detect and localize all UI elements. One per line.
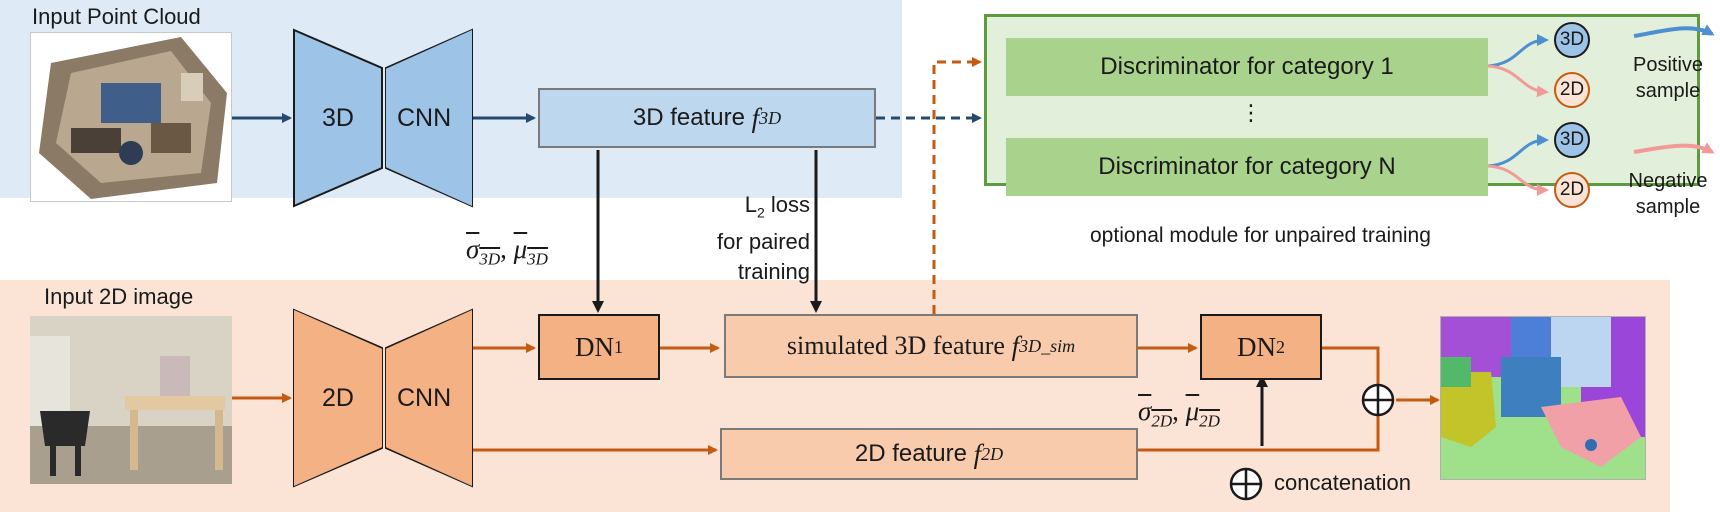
discriminator-n: Discriminator for category N xyxy=(1006,138,1488,196)
input-2d-image xyxy=(30,316,232,484)
line-2dfeature-to-concat xyxy=(1138,416,1380,452)
legend-positive-label: Positive sample xyxy=(1632,54,1704,102)
legend-negative-arrow xyxy=(1633,142,1715,154)
negative-output-1 xyxy=(1487,64,1549,98)
concat-legend-label: concatenation xyxy=(1274,470,1411,495)
discriminator-1: Discriminator for category 1 xyxy=(1006,38,1488,96)
mu-3d: μ3D xyxy=(513,234,548,269)
legend-positive-arrow xyxy=(1633,24,1715,38)
point-cloud-image xyxy=(30,32,232,202)
concat-icon xyxy=(1361,383,1395,417)
segmentation-output-image xyxy=(1440,316,1646,480)
dn1-sub: 1 xyxy=(614,336,623,357)
output-2d-badge-1: 2D xyxy=(1554,72,1590,108)
feature-3d-sub: 3D xyxy=(759,107,782,128)
image-label: Input 2D image xyxy=(44,284,194,309)
simulated-feature-label: simulated 3D feature xyxy=(786,331,1005,360)
simulated-feature-symbol: f xyxy=(1011,330,1020,361)
simulated-feature-sub: 3D_sim xyxy=(1019,335,1076,356)
arrow-simulated-to-discriminator xyxy=(932,57,982,314)
feature-2d-label: 2D feature xyxy=(854,440,967,467)
discriminator-ellipsis: ⋮ xyxy=(1240,100,1262,125)
negative-output-n xyxy=(1487,164,1549,196)
dn2-label: DN xyxy=(1237,331,1276,362)
point-cloud-label: Input Point Cloud xyxy=(32,4,201,29)
encoder-2d-left-label: 2D xyxy=(322,384,354,412)
sigma-2d: σ2D xyxy=(1138,396,1173,431)
concat-legend-icon xyxy=(1229,467,1263,501)
output-2d-badge-n: 2D xyxy=(1554,172,1590,208)
discriminator-caption: optional module for unpaired training xyxy=(1090,224,1431,247)
positive-output-n xyxy=(1487,134,1549,168)
encoder-3d-left-label: 3D xyxy=(322,104,354,132)
encoder-2d-right-label: CNN xyxy=(397,384,452,412)
stats-2d-label: σ2D, μ2D xyxy=(1138,396,1220,431)
stats-3d-label: σ3D, μ3D xyxy=(466,234,548,269)
feature-2d-sub: 2D xyxy=(981,443,1004,464)
dn2-sub: 2 xyxy=(1276,336,1285,357)
encoder-3d-right-label: CNN xyxy=(397,104,452,132)
sigma-3d: σ3D xyxy=(466,234,501,269)
l2-loss-label: L2 loss for paired training xyxy=(717,192,810,285)
feature-3d-label: 3D feature xyxy=(632,104,745,131)
line-dn2-to-concat xyxy=(1322,346,1380,384)
output-3d-badge-1: 3D xyxy=(1554,22,1590,58)
feature-2d-symbol: f xyxy=(973,438,982,469)
dn1-label: DN xyxy=(575,331,614,362)
legend-negative-label: Negative sample xyxy=(1628,170,1708,218)
mu-2d: μ2D xyxy=(1185,396,1220,431)
positive-output-1 xyxy=(1487,34,1549,68)
output-3d-badge-n: 3D xyxy=(1554,122,1590,158)
feature-3d-symbol: f xyxy=(751,102,760,133)
